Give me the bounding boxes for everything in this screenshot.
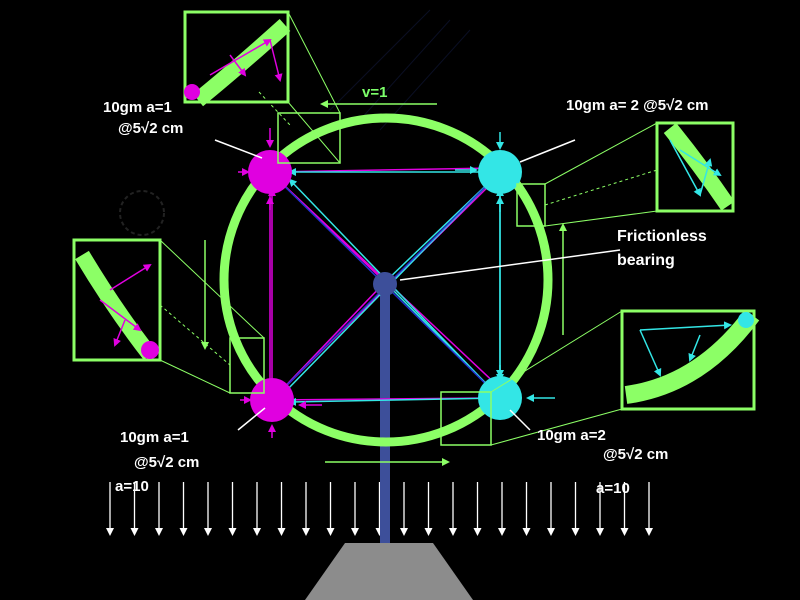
bearing-label-line2: bearing <box>617 252 675 269</box>
top-left-position-label: @5√2 cm <box>118 120 184 137</box>
axle-post <box>380 284 390 543</box>
top-right-mass <box>478 150 522 194</box>
label-pointers <box>214 139 621 431</box>
inset-top-right <box>655 121 735 213</box>
inset-bottom-right <box>620 309 760 411</box>
gravity-label-left: a=10 <box>115 478 149 495</box>
wheel-rim <box>219 113 553 447</box>
top-left-mass <box>248 150 292 194</box>
motion-arrows <box>201 100 567 466</box>
top-left-mass-label: 10gm a=1 <box>103 99 172 116</box>
bottom-right-mass <box>478 376 522 420</box>
stand-base <box>305 543 473 600</box>
bearing-hub <box>373 272 397 296</box>
bottom-left-mass-label: 10gm a=1 <box>120 429 189 446</box>
ghost-position <box>119 190 165 236</box>
velocity-label: v=1 <box>362 84 388 101</box>
bearing-label-line1: Frictionless <box>617 228 707 245</box>
inset-left <box>72 238 162 362</box>
bottom-left-position-label: @5√2 cm <box>134 454 200 471</box>
gravity-label-right: a=10 <box>596 480 630 497</box>
gravity-arrows <box>106 482 653 536</box>
background-hatch <box>329 9 471 131</box>
inset-top-left <box>183 10 291 107</box>
bottom-right-mass-label: 10gm a=2 <box>537 427 606 444</box>
inset-connectors <box>159 11 658 446</box>
top-right-mass-label: 10gm a= 2 @5√2 cm <box>566 97 709 114</box>
bottom-right-position-label: @5√2 cm <box>603 446 669 463</box>
mass-small-arrows <box>238 128 555 438</box>
